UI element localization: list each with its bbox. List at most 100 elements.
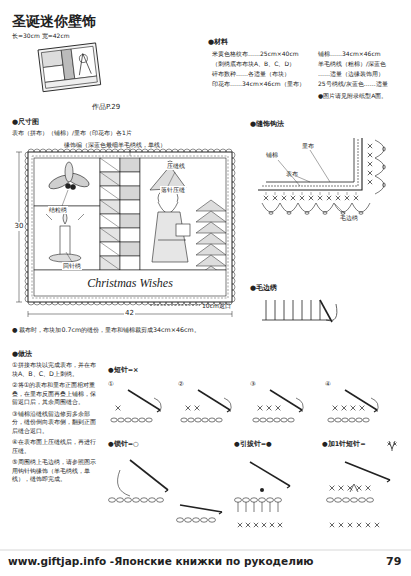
stroke <box>320 300 321 320</box>
patch <box>100 228 120 242</box>
stroke <box>270 523 274 527</box>
stroke <box>258 406 263 411</box>
stroke <box>375 523 379 527</box>
stroke <box>266 192 267 195</box>
stroke <box>198 390 230 410</box>
loop <box>267 418 273 422</box>
stroke <box>275 300 276 320</box>
loop <box>177 518 184 522</box>
loop <box>235 498 242 502</box>
stroke <box>266 138 354 182</box>
loop <box>363 418 369 422</box>
stroke <box>318 196 322 200</box>
stroke <box>320 300 332 322</box>
loop <box>351 498 358 502</box>
loop <box>149 498 156 502</box>
stroke <box>62 190 68 206</box>
thumbnail <box>38 43 101 92</box>
dimension: 30 <box>14 222 25 231</box>
step-number: ② <box>178 380 184 388</box>
stroke <box>165 490 168 492</box>
loop <box>66 184 71 189</box>
loop <box>367 498 374 502</box>
patch <box>71 46 96 78</box>
stroke <box>368 153 372 157</box>
stroke <box>238 502 239 512</box>
stroke <box>264 196 268 200</box>
stroke <box>0 550 411 551</box>
patch <box>41 50 63 67</box>
loop <box>201 518 208 522</box>
patch <box>140 158 226 270</box>
stroke <box>302 300 303 320</box>
stroke <box>100 158 120 172</box>
stroke <box>356 192 357 195</box>
stroke <box>116 406 121 411</box>
loop <box>328 418 334 422</box>
loop <box>253 418 259 422</box>
section-head: ●短针=× <box>108 366 139 374</box>
loop <box>193 518 200 522</box>
stroke <box>100 228 120 242</box>
stroke <box>366 486 371 491</box>
loop <box>275 498 282 502</box>
stroke <box>387 480 390 482</box>
section-head: ●缝饰钩法 <box>250 120 284 129</box>
stroke <box>254 502 255 512</box>
stroke <box>128 390 160 410</box>
patch <box>28 152 232 302</box>
patch <box>34 270 226 296</box>
stroke <box>351 406 356 411</box>
stroke <box>250 462 290 486</box>
loop <box>343 498 350 502</box>
patch <box>120 186 140 200</box>
note: （刺绣底布布块A、B、C、D） <box>212 60 295 68</box>
stroke <box>276 406 281 411</box>
note: 落针压缝 <box>160 186 186 194</box>
loop <box>49 254 81 262</box>
stroke <box>299 410 302 412</box>
stroke <box>330 523 334 527</box>
note: 表布 <box>286 170 298 178</box>
stroke <box>130 460 168 490</box>
stroke <box>262 523 266 527</box>
stroke <box>195 406 200 411</box>
note: 铺棉……34cm×46cm <box>318 50 381 58</box>
stroke <box>246 523 250 527</box>
stroke <box>357 486 362 491</box>
stroke <box>270 502 271 512</box>
note: 压缝线 <box>166 162 186 170</box>
stroke <box>278 523 282 527</box>
loop <box>383 183 386 187</box>
stroke <box>302 192 303 195</box>
stroke <box>158 240 186 241</box>
stroke <box>318 196 322 200</box>
loop <box>181 418 187 422</box>
loop <box>259 498 266 502</box>
loop <box>139 418 145 422</box>
note: ●图片请见附录纸型A面。 <box>318 92 387 100</box>
loop <box>281 418 287 422</box>
patch <box>43 65 65 82</box>
loop <box>288 418 294 422</box>
stroke <box>374 410 377 412</box>
stroke <box>168 172 175 186</box>
dimension-lines <box>16 148 232 317</box>
stroke <box>368 144 372 148</box>
stroke <box>342 406 347 411</box>
step-number: ④ <box>325 380 331 388</box>
stroke <box>186 406 191 411</box>
stroke <box>273 196 277 200</box>
stroke <box>100 214 120 228</box>
stroke <box>46 214 52 220</box>
stroke <box>357 523 361 527</box>
stroke <box>327 196 331 200</box>
stroke <box>300 196 304 200</box>
loop <box>243 498 250 502</box>
stroke <box>375 523 379 527</box>
stroke <box>276 406 281 411</box>
stroke <box>267 406 272 411</box>
stroke <box>354 196 358 200</box>
stroke <box>345 390 377 410</box>
stroke <box>219 512 222 514</box>
